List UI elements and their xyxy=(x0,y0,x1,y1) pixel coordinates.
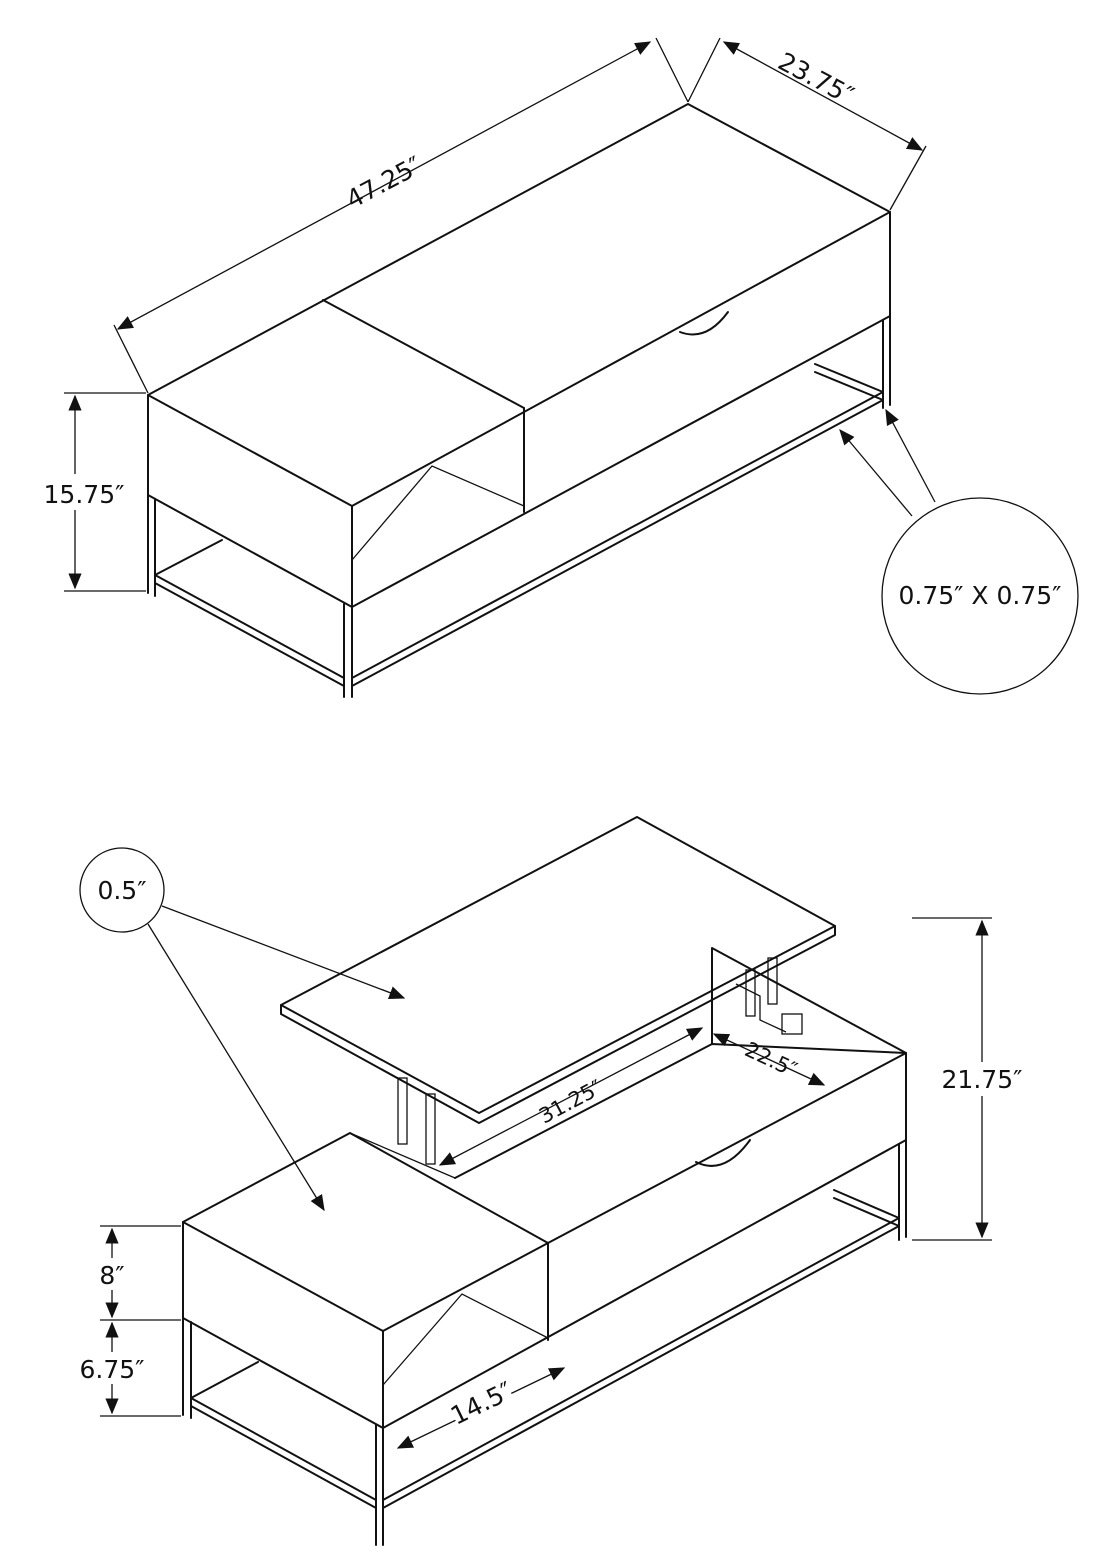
lift-top-panel xyxy=(280,816,836,1114)
open-cubby xyxy=(351,465,525,561)
open-table-drawing xyxy=(74,816,1034,1546)
lift-top-thickness xyxy=(280,925,836,1124)
leg-callout xyxy=(839,408,1079,695)
metal-base-frame xyxy=(147,315,891,698)
thickness-callout-label: 0.5″ xyxy=(97,876,146,905)
tabletop-split-line xyxy=(322,299,525,409)
lift-top-depth-label: 22.5″ xyxy=(741,1037,801,1082)
closed-table-drawing xyxy=(40,37,1079,698)
tabletop-surface xyxy=(147,103,891,507)
fixed-top-surface xyxy=(182,1132,549,1332)
leg-callout-circle xyxy=(881,497,1079,695)
leg-callout-label: 0.75″ X 0.75″ xyxy=(898,581,1061,610)
drawer-pull xyxy=(679,311,729,336)
cabinet-height-label: 8″ xyxy=(99,1261,124,1290)
length-label: 47.25″ xyxy=(341,151,426,215)
open-cubby xyxy=(382,1293,549,1386)
lift-top-depth-dimension-line xyxy=(712,1033,826,1086)
raised-height-label: 21.75″ xyxy=(942,1065,1023,1094)
depth-dimension-line xyxy=(722,41,924,151)
base-height-label: 6.75″ xyxy=(79,1355,144,1384)
bottom-dimensions xyxy=(74,917,1034,1449)
lift-mechanism xyxy=(397,957,803,1165)
metal-base-frame xyxy=(182,1139,907,1546)
label-layer: 47.25″ 23.75″ 15.75″ 0.75″ X 0.75″ 0.5″ … xyxy=(44,47,1062,1432)
lift-top-width-label: 31.25″ xyxy=(535,1075,606,1128)
cabinet-outline xyxy=(147,211,891,608)
top-dimensions xyxy=(40,37,927,592)
height-label: 15.75″ xyxy=(44,480,125,509)
length-dimension-line xyxy=(116,41,652,330)
thickness-callout xyxy=(79,847,406,1212)
thickness-callout-circle xyxy=(79,847,165,933)
lift-top-width-dimension-line xyxy=(438,1027,704,1166)
depth-label: 23.75″ xyxy=(773,47,858,111)
drawer-pull xyxy=(695,1139,751,1167)
